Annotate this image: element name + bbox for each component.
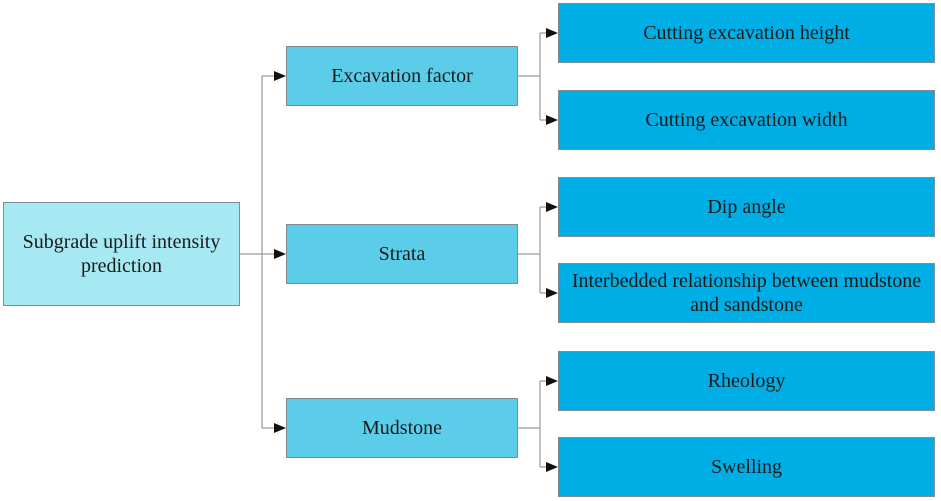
factor-node-excavation-factor: Excavation factor bbox=[286, 46, 518, 106]
root-node: Subgrade uplift intensity prediction bbox=[3, 202, 240, 306]
leaf-node-interbedded-relationship: Interbedded relationship between mudston… bbox=[558, 263, 935, 323]
leaf-node-label: Cutting excavation height bbox=[643, 22, 850, 44]
arrowhead-dip-angle bbox=[546, 202, 558, 212]
leaf-node-label: Swelling bbox=[710, 456, 783, 478]
connector-strata-group bbox=[518, 206, 548, 294]
arrowhead-rheology bbox=[546, 376, 558, 386]
connector-root-trunk bbox=[240, 76, 263, 428]
factor-node-strata: Strata bbox=[286, 224, 518, 284]
arrowhead-strata bbox=[274, 249, 286, 259]
leaf-node-swelling: Swelling bbox=[558, 437, 935, 497]
connector-excavation-group bbox=[518, 32, 548, 121]
factor-node-label: Mudstone bbox=[362, 417, 442, 439]
leaf-node-label: Dip angle bbox=[707, 196, 786, 218]
leaf-node-label: Rheology bbox=[707, 370, 786, 392]
arrowhead-cutting-excavation-height bbox=[546, 28, 558, 38]
connector-mudstone-group bbox=[518, 380, 548, 468]
leaf-node-cutting-excavation-width: Cutting excavation width bbox=[558, 90, 935, 150]
factor-node-label: Excavation factor bbox=[331, 65, 473, 87]
factor-node-mudstone: Mudstone bbox=[286, 398, 518, 458]
arrowhead-excavation-factor bbox=[274, 71, 286, 81]
leaf-node-rheology: Rheology bbox=[558, 351, 935, 411]
leaf-node-cutting-excavation-height: Cutting excavation height bbox=[558, 3, 935, 63]
factor-node-label: Strata bbox=[378, 243, 426, 265]
arrowhead-cutting-excavation-width bbox=[546, 115, 558, 125]
arrowhead-mudstone bbox=[274, 423, 286, 433]
leaf-node-label: Interbedded relationship between mudston… bbox=[571, 270, 922, 316]
leaf-node-label: Cutting excavation width bbox=[645, 109, 848, 131]
root-node-label: Subgrade uplift intensity prediction bbox=[22, 231, 221, 277]
leaf-node-dip-angle: Dip angle bbox=[558, 177, 935, 237]
arrowhead-swelling bbox=[546, 462, 558, 472]
arrowhead-interbedded-relationship bbox=[546, 288, 558, 298]
